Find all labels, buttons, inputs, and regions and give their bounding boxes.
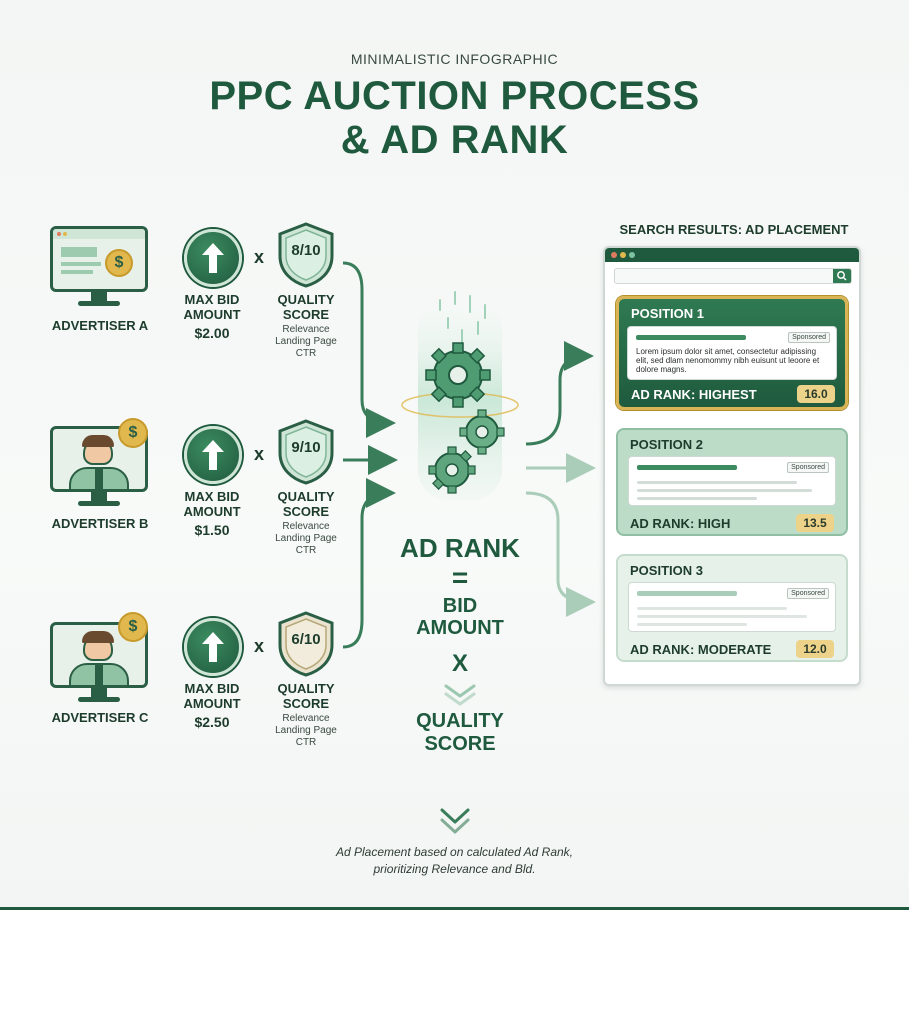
ad-description: Lorem ipsum dolor sit amet, consectetur … — [636, 347, 820, 374]
multiply-sign: x — [254, 636, 265, 656]
ad-snippet: Sponsored — [628, 582, 836, 632]
ad-position-1[interactable]: POSITION 1 Sponsored Lorem ipsum dolor s… — [616, 296, 848, 410]
dollar-speech-bubble-icon: $ — [118, 418, 148, 448]
sponsored-badge: Sponsored — [787, 588, 829, 599]
ad-rank-value: 12.0 — [796, 640, 834, 658]
ad-snippet: Sponsored Lorem ipsum dolor sit amet, co… — [627, 326, 837, 380]
arrow-up-icon — [184, 426, 242, 484]
caption-line-2: prioritizing Relevance and Bld. — [373, 862, 536, 876]
dollar-coin-icon: $ — [105, 249, 133, 277]
bid-amount: $2.50 — [194, 714, 230, 730]
shield-icon: 9/10 — [276, 419, 336, 485]
ad-rank-label: AD RANK: MODERATE — [630, 642, 772, 657]
ad-rank-value: 13.5 — [796, 514, 834, 532]
search-results-browser: POSITION 1 Sponsored Lorem ipsum dolor s… — [603, 246, 861, 686]
browser-toolbar — [605, 248, 859, 262]
ad-position-3[interactable]: POSITION 3 Sponsored AD RANK: MODERATE 1… — [616, 554, 848, 662]
ad-position-2[interactable]: POSITION 2 Sponsored AD RANK: HIGH 13.5 — [616, 428, 848, 536]
advertiser-name: ADVERTISER A — [51, 318, 149, 333]
ad-snippet: Sponsored — [628, 456, 836, 506]
search-icon[interactable] — [833, 269, 851, 283]
formula-ad-rank: AD RANK — [400, 533, 520, 563]
header-subtitle: MINIMALISTIC INFOGRAPHIC — [350, 51, 559, 67]
quality-score-value: 8/10 — [291, 242, 321, 259]
advertiser-name: ADVERTISER B — [51, 516, 149, 531]
bid-amount: $1.50 — [194, 522, 230, 538]
search-results-title: SEARCH RESULTS: AD PLACEMENT — [619, 222, 849, 237]
shield-icon: 8/10 — [276, 222, 336, 288]
ad-rank-label: AD RANK: HIGHEST — [631, 387, 757, 402]
advertiser-name: ADVERTISER C — [51, 710, 149, 725]
arrow-up-icon — [184, 229, 242, 287]
sponsored-badge: Sponsored — [788, 332, 830, 343]
formula-equals: = — [451, 562, 469, 593]
multiply-sign: x — [254, 247, 265, 267]
caption-line-1: Ad Placement based on calculated Ad Rank… — [335, 845, 574, 859]
quality-score-value: 6/10 — [291, 631, 321, 648]
title-line-1: PPC AUCTION PROCESS — [209, 74, 700, 118]
ad-rank-value: 16.0 — [797, 385, 835, 403]
search-input[interactable] — [614, 268, 852, 284]
computer-monitor-dollar-icon: $ — [50, 226, 148, 292]
position-title: POSITION 3 — [630, 563, 703, 578]
dollar-speech-bubble-icon: $ — [118, 612, 148, 642]
ad-rank-label: AD RANK: HIGH — [630, 516, 731, 531]
position-title: POSITION 1 — [631, 306, 704, 321]
bid-amount: $2.00 — [194, 325, 230, 341]
formula-times: X — [451, 650, 468, 677]
title-line-2: & AD RANK — [340, 118, 569, 162]
quality-score-value: 9/10 — [291, 439, 321, 456]
bottom-divider — [0, 907, 909, 910]
arrow-up-icon — [184, 618, 242, 676]
shield-icon: 6/10 — [276, 611, 336, 677]
sponsored-badge: Sponsored — [787, 462, 829, 473]
multiply-sign: x — [254, 444, 265, 464]
position-title: POSITION 2 — [630, 437, 703, 452]
